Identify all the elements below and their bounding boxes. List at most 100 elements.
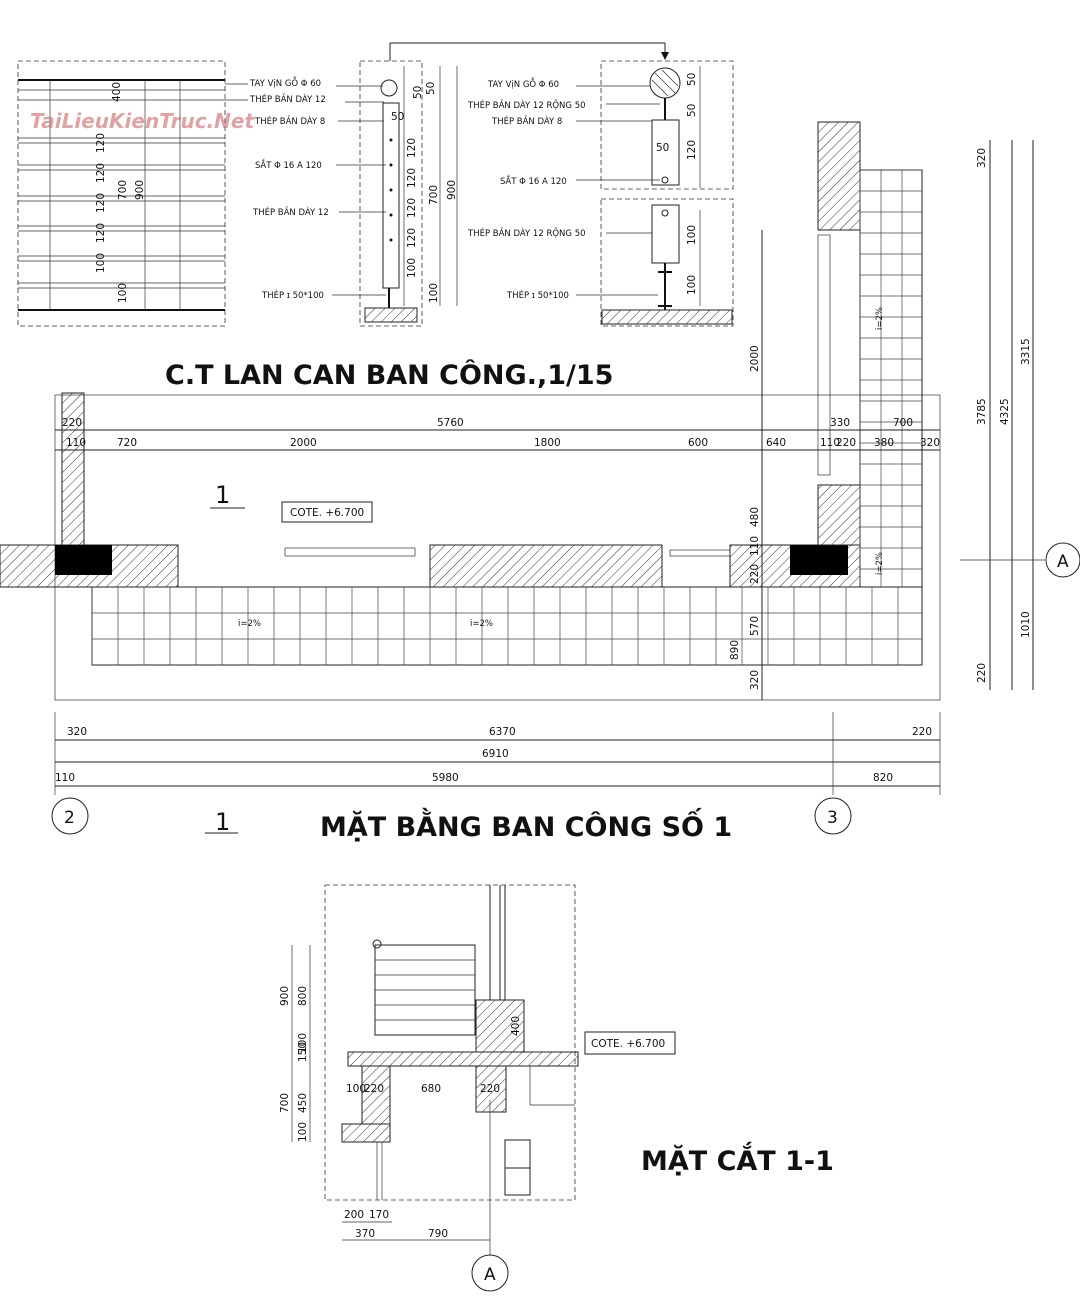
- svg-text:4325: 4325: [999, 398, 1011, 425]
- svg-text:150: 150: [297, 1042, 309, 1062]
- svg-text:50: 50: [425, 82, 437, 95]
- plan-title: MẶT BẰNG BAN CÔNG SỐ 1: [320, 807, 732, 843]
- svg-text:100: 100: [686, 225, 698, 245]
- grid-bubble-a: [1045, 542, 1080, 578]
- svg-text:200: 200: [344, 1209, 364, 1221]
- svg-text:100: 100: [346, 1083, 366, 1095]
- balcony-floor-side: [859, 169, 923, 588]
- svg-text:50: 50: [686, 104, 698, 117]
- section-1-1: COTE. +6.700 900 800 150 100 700 450 100…: [279, 884, 834, 1292]
- svg-text:320: 320: [920, 437, 940, 449]
- svg-text:640: 640: [766, 437, 786, 449]
- svg-text:120: 120: [406, 138, 418, 158]
- svg-text:320: 320: [67, 726, 87, 738]
- svg-text:6370: 6370: [489, 726, 516, 738]
- svg-text:330: 330: [830, 417, 850, 429]
- dim-5760: 5760: [437, 417, 464, 429]
- svg-text:TAY VịN GỖ Φ 60: TAY VịN GỖ Φ 60: [487, 77, 559, 90]
- svg-text:220: 220: [836, 437, 856, 449]
- svg-text:100: 100: [428, 283, 440, 303]
- dim-mid-50: 50: [391, 111, 404, 123]
- svg-text:700: 700: [893, 417, 913, 429]
- grid-bubble-a-section: [471, 1254, 509, 1292]
- svg-text:800: 800: [297, 986, 309, 1006]
- svg-text:A: A: [1057, 552, 1069, 572]
- svg-text:220: 220: [749, 564, 761, 584]
- svg-text:110: 110: [749, 536, 761, 556]
- dim-left-700: 700: [117, 180, 129, 200]
- svg-text:2: 2: [64, 808, 75, 828]
- svg-text:100: 100: [686, 275, 698, 295]
- svg-text:THÉP BẢN DÀY 8: THÉP BẢN DÀY 8: [254, 115, 325, 127]
- svg-text:SẮT Φ 16 A 120: SẮT Φ 16 A 120: [500, 174, 567, 187]
- svg-text:220: 220: [912, 726, 932, 738]
- svg-text:A: A: [484, 1265, 496, 1285]
- svg-text:50: 50: [412, 86, 424, 99]
- svg-text:2000: 2000: [290, 437, 317, 449]
- left-elevation-rails: [18, 79, 225, 311]
- svg-text:220: 220: [364, 1083, 384, 1095]
- dim-left-120b: 120: [95, 163, 107, 183]
- svg-text:THÉP BẢN DÀY 12 RỘNG 50: THÉP BẢN DÀY 12 RỘNG 50: [467, 227, 586, 239]
- svg-text:THÉP BẢN DÀY 12: THÉP BẢN DÀY 12: [252, 206, 329, 218]
- svg-text:900: 900: [446, 180, 458, 200]
- svg-text:480: 480: [749, 507, 761, 527]
- svg-text:400: 400: [510, 1016, 522, 1036]
- svg-text:120: 120: [406, 228, 418, 248]
- section-mark-bottom: 1: [215, 808, 230, 836]
- svg-text:680: 680: [421, 1083, 441, 1095]
- dim-left-900: 900: [134, 180, 146, 200]
- column-right: [790, 545, 848, 575]
- svg-text:100: 100: [297, 1122, 309, 1142]
- balcony-plan: i=2% i=2% i=2% i=2% COTE. +6.700 1 5760 …: [0, 121, 1080, 843]
- svg-text:320: 320: [976, 148, 988, 168]
- svg-text:120: 120: [406, 168, 418, 188]
- svg-text:820: 820: [873, 772, 893, 784]
- svg-text:2000: 2000: [749, 345, 761, 372]
- svg-text:100: 100: [406, 258, 418, 278]
- svg-text:370: 370: [355, 1228, 375, 1240]
- svg-text:170: 170: [369, 1209, 389, 1221]
- section-title: MẶT CẮT 1-1: [641, 1141, 834, 1177]
- svg-text:3315: 3315: [1020, 338, 1032, 365]
- svg-text:THÉP BẢN DÀY 8: THÉP BẢN DÀY 8: [491, 115, 562, 127]
- svg-text:790: 790: [428, 1228, 448, 1240]
- dim-left-120a: 120: [95, 133, 107, 153]
- svg-text:THÉP ɪ 50*100: THÉP ɪ 50*100: [261, 289, 324, 301]
- svg-text:1010: 1010: [1020, 611, 1032, 638]
- right-detail: [576, 60, 734, 327]
- svg-text:220: 220: [480, 1083, 500, 1095]
- svg-text:700: 700: [428, 185, 440, 205]
- dim-left-120d: 120: [95, 223, 107, 243]
- wall-bottom-mid: [429, 544, 663, 588]
- svg-text:700: 700: [279, 1093, 291, 1113]
- svg-text:100: 100: [297, 1033, 309, 1053]
- slope-label-4: i=2%: [875, 552, 885, 575]
- grid-bubble-3: [814, 797, 852, 835]
- svg-text:THÉP BẢN DÀY 12 RỘNG 50: THÉP BẢN DÀY 12 RỘNG 50: [467, 99, 586, 111]
- railing-labels-left: TAY VịN GỖ Φ 60 THÉP BẢN DÀY 12 THÉP BẢN…: [225, 76, 386, 301]
- svg-text:900: 900: [279, 986, 291, 1006]
- svg-text:50: 50: [656, 142, 669, 154]
- slope-label-1: i=2%: [238, 619, 261, 629]
- cote-label: COTE. +6.700: [290, 507, 364, 519]
- svg-text:50: 50: [686, 73, 698, 86]
- svg-text:450: 450: [297, 1093, 309, 1113]
- svg-text:220: 220: [976, 663, 988, 683]
- svg-text:120: 120: [686, 140, 698, 160]
- tiles-bottom: [91, 587, 922, 665]
- grid-bubble-2: [51, 797, 89, 835]
- railing-title: C.T LAN CAN BAN CÔNG.,1/15: [165, 359, 613, 391]
- wall-right-top: [817, 121, 861, 231]
- dim-left-100a: 100: [95, 253, 107, 273]
- middle-section: [359, 42, 669, 327]
- svg-text:SẮT Φ 16 A 120: SẮT Φ 16 A 120: [255, 158, 322, 171]
- svg-text:570: 570: [749, 616, 761, 636]
- svg-text:THÉP BẢN DÀY 12: THÉP BẢN DÀY 12: [249, 93, 326, 105]
- slope-label-3: i=2%: [875, 307, 885, 330]
- svg-text:120: 120: [406, 198, 418, 218]
- railing-detail: 400 120 120 120 120 100 100 700 900 TAY …: [17, 42, 734, 391]
- svg-text:3785: 3785: [976, 398, 988, 425]
- dim-220-top: 220: [62, 417, 82, 429]
